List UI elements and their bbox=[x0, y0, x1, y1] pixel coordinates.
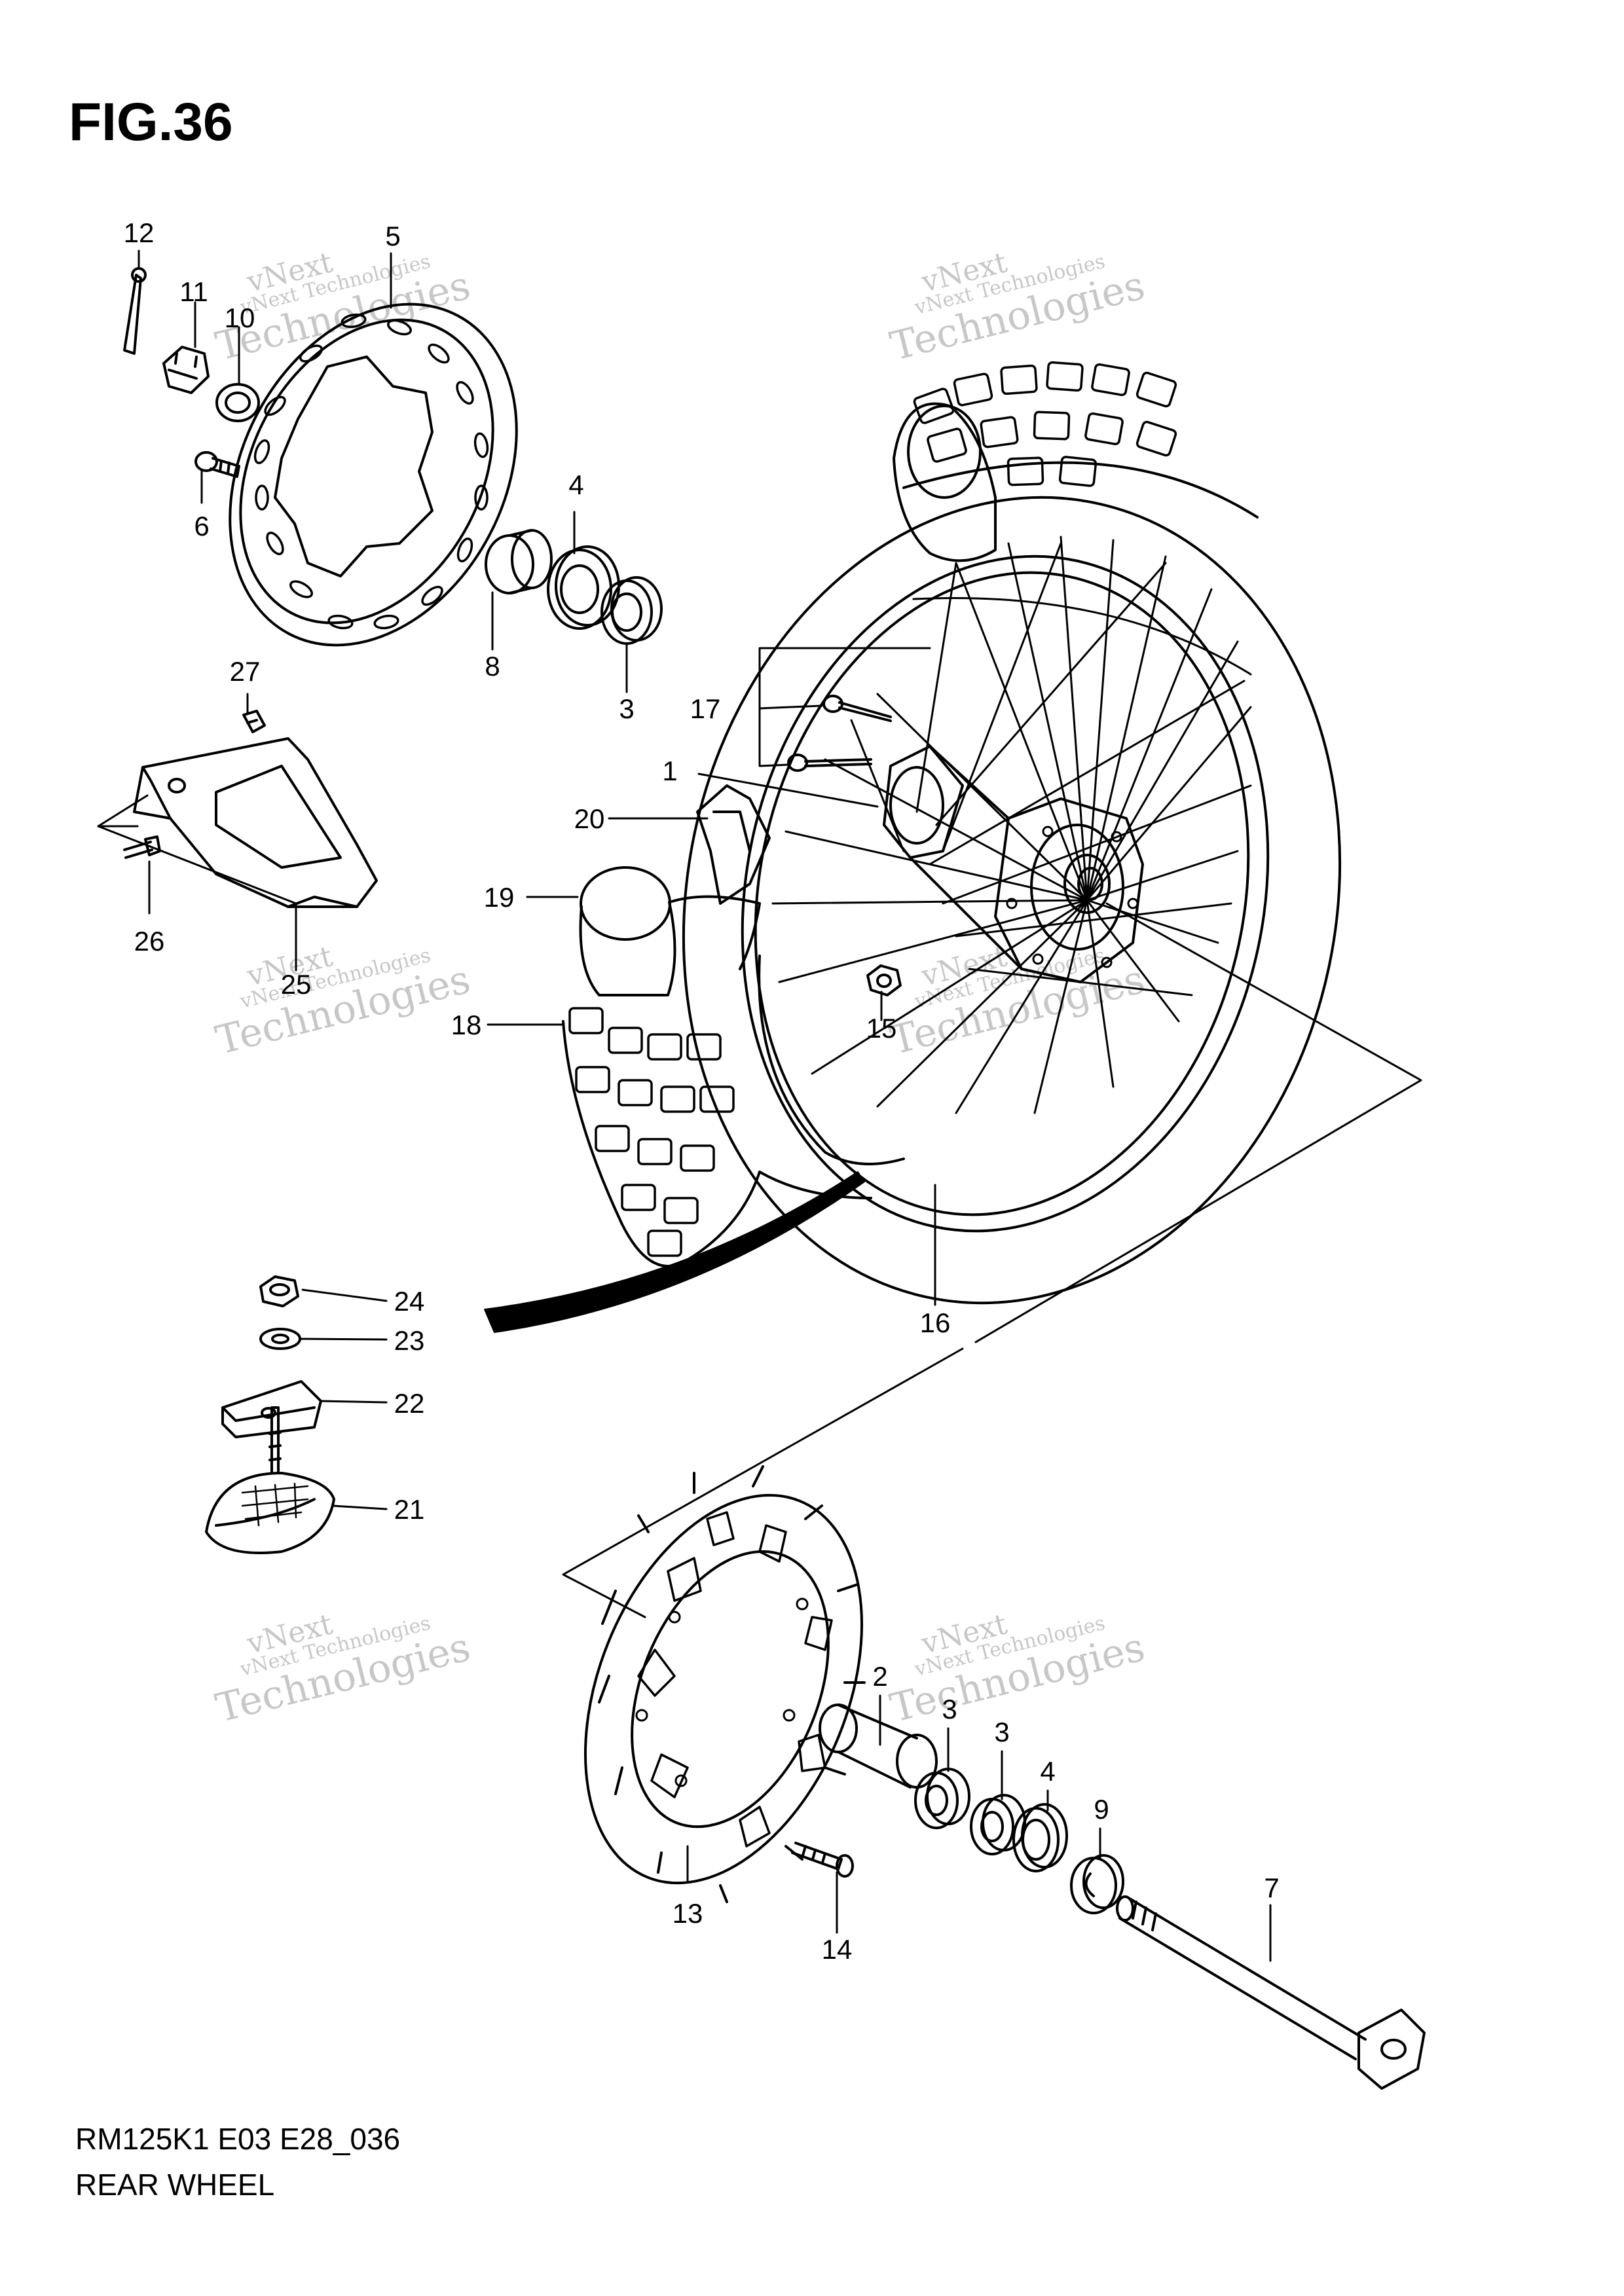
callout-17: 17 bbox=[690, 693, 721, 724]
bearing-3-lower-a bbox=[914, 1768, 970, 1829]
callout-18: 18 bbox=[451, 1010, 482, 1040]
washer-23 bbox=[259, 1328, 301, 1350]
nut-24 bbox=[259, 1275, 299, 1307]
section-title: REAR WHEEL bbox=[75, 2168, 275, 2202]
callout-8: 8 bbox=[485, 651, 500, 682]
collar-8 bbox=[485, 529, 553, 594]
model-code: RM125K1 E03 E28_036 bbox=[75, 2122, 401, 2156]
rear-axle-7 bbox=[1116, 1895, 1426, 2090]
rear-hub-1 bbox=[883, 745, 1144, 983]
rim-band-20 bbox=[696, 784, 771, 905]
callout-3-lower-a: 3 bbox=[942, 1694, 957, 1724]
watermark: vNext Technologies vNext Technologies bbox=[212, 1607, 475, 1732]
callout-22: 22 bbox=[394, 1388, 425, 1419]
watermark: vNext Technologies vNext Technologies bbox=[212, 939, 475, 1064]
callout-4-upper: 4 bbox=[568, 469, 583, 500]
callout-3-lower-b: 3 bbox=[994, 1717, 1009, 1747]
callout-24: 24 bbox=[394, 1286, 425, 1317]
watermark: vNext Technologies vNext Technologies bbox=[212, 246, 475, 370]
callout-13: 13 bbox=[673, 1898, 703, 1929]
callout-15: 15 bbox=[866, 1013, 897, 1044]
callout-21: 21 bbox=[394, 1494, 425, 1525]
rim bbox=[741, 555, 1270, 1233]
callout-25: 25 bbox=[281, 969, 312, 1000]
brake-disc-5 bbox=[229, 302, 518, 647]
callout-9: 9 bbox=[1094, 1794, 1109, 1825]
tire-cross-section bbox=[893, 402, 997, 562]
castle-nut-11 bbox=[162, 346, 210, 394]
callout-12: 12 bbox=[124, 217, 155, 248]
callout-14: 14 bbox=[822, 1934, 853, 1965]
oil-seal-4-upper bbox=[547, 545, 620, 630]
callout-27: 27 bbox=[230, 656, 261, 687]
callout-20: 20 bbox=[574, 803, 605, 834]
collar-9 bbox=[1070, 1854, 1124, 1914]
bearing-3-upper bbox=[600, 576, 663, 645]
rim-lock-21 bbox=[205, 1406, 335, 1554]
sprocket-bolt-14 bbox=[791, 1842, 854, 1878]
sprocket-assembly-leader bbox=[562, 902, 1422, 1618]
rim-lock-21-grid bbox=[241, 1482, 309, 1527]
callout-16: 16 bbox=[920, 1307, 951, 1338]
watermark: vNext Technologies vNext Technologies bbox=[886, 1607, 1149, 1732]
tire-tread-knobs bbox=[913, 361, 1177, 487]
callout-labels: 12 5 11 10 6 4 8 3 27 17 1 20 19 26 25 1… bbox=[124, 217, 1280, 1965]
rear-sprocket-13 bbox=[584, 1465, 866, 1903]
oil-seal-4-lower bbox=[1012, 1803, 1068, 1872]
assembly-arrow bbox=[484, 1171, 865, 1333]
bolt-6 bbox=[194, 451, 240, 478]
tube-19 bbox=[579, 866, 761, 996]
watermark: vNext Technologies vNext Technologies bbox=[886, 246, 1149, 370]
sprocket-bolt-holes bbox=[635, 1597, 809, 1787]
spoke-nipples-17 bbox=[787, 695, 892, 772]
callout-11: 11 bbox=[179, 276, 208, 307]
cotter-pin-12 bbox=[123, 267, 147, 355]
disc-vent-slots bbox=[253, 313, 489, 630]
callout-3-upper: 3 bbox=[619, 693, 634, 724]
figure-title: FIG.36 bbox=[69, 92, 233, 152]
washer-10 bbox=[215, 383, 260, 422]
disc-cover-25 bbox=[133, 737, 378, 908]
callout-2: 2 bbox=[872, 1661, 887, 1692]
callout-10: 10 bbox=[225, 302, 255, 333]
tire-18-knobs bbox=[568, 1007, 735, 1257]
callout-1: 1 bbox=[662, 756, 677, 786]
callout-7: 7 bbox=[1264, 1872, 1279, 1903]
nut-15 bbox=[866, 964, 902, 996]
bolt-27 bbox=[242, 710, 266, 733]
callout-6: 6 bbox=[194, 511, 209, 541]
rim-lock-pad-22 bbox=[221, 1380, 322, 1438]
callout-26: 26 bbox=[134, 926, 165, 957]
callout-19: 19 bbox=[484, 882, 515, 913]
hub-bolt-holes bbox=[1006, 826, 1139, 968]
tire-18 bbox=[562, 955, 905, 1267]
callout-4-lower: 4 bbox=[1040, 1756, 1055, 1787]
leader-lines bbox=[97, 249, 1272, 1962]
callout-23: 23 bbox=[394, 1325, 425, 1356]
callout-5: 5 bbox=[385, 221, 400, 251]
sprocket-lightening-holes bbox=[637, 1511, 833, 1848]
